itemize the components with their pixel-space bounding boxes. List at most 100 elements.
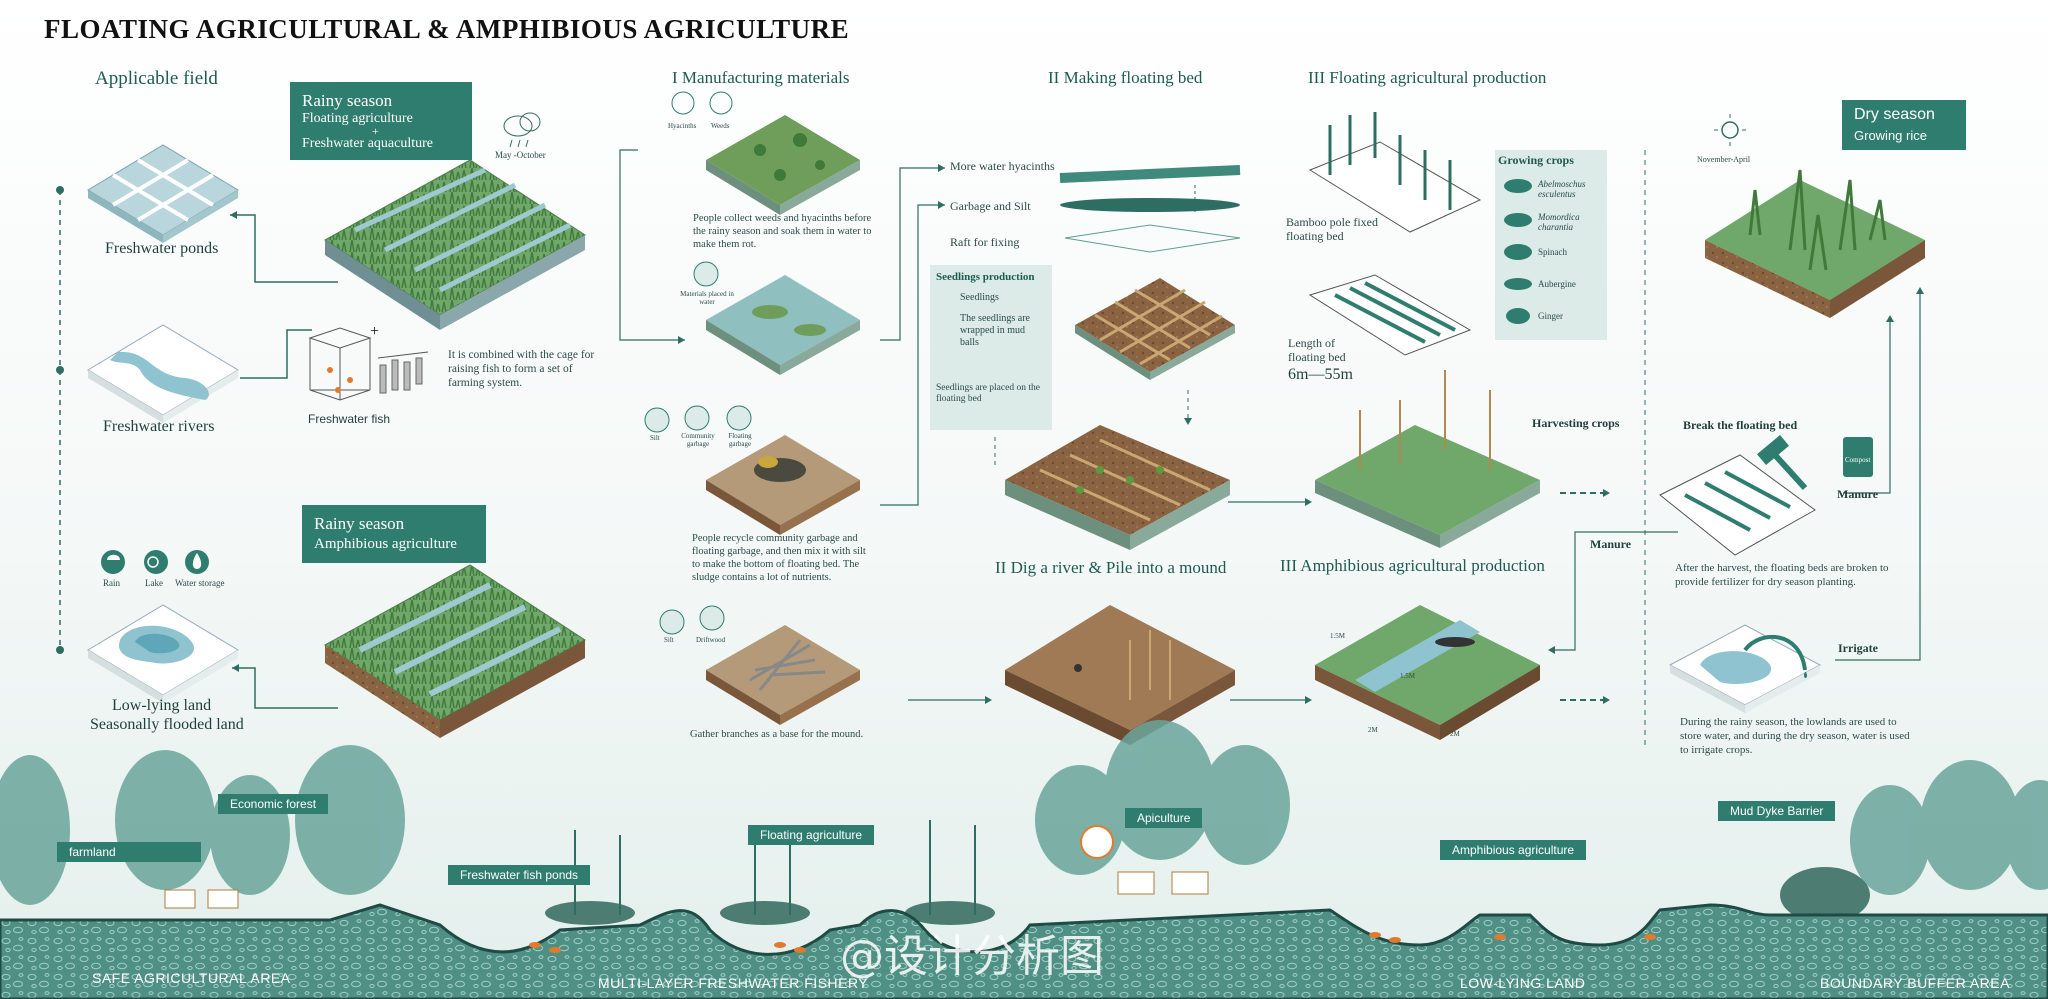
garbage-block	[706, 435, 860, 535]
farm-sign	[164, 889, 196, 909]
silt-icon-2	[659, 609, 685, 635]
connector	[240, 329, 312, 379]
beehive	[1171, 871, 1209, 895]
rainy-amphib-sub: Amphibious agriculture	[314, 536, 457, 552]
rainy-amphib-title: Rainy season	[314, 514, 405, 533]
tag-farmland: farmland	[57, 842, 201, 862]
dry-season-title: Dry season	[1854, 106, 1935, 123]
landscape-fish	[529, 932, 1656, 953]
harvest-label: Harvesting crops	[1532, 416, 1620, 430]
irrigate-note: During the rainy season, the lowlands ar…	[1680, 716, 1910, 756]
rainy-floating-plus: +	[372, 124, 379, 138]
dim-label-2: 1.5M	[1400, 672, 1415, 680]
ponds-label: Freshwater ponds	[105, 240, 219, 257]
tag-economic-forest: Economic forest	[218, 794, 329, 814]
hammer-icon	[1757, 434, 1808, 491]
floating-field-block	[324, 159, 586, 330]
connector	[619, 149, 685, 341]
dim-label-4: 2M	[1450, 730, 1460, 738]
floating-garbage-label: Floating garbage	[728, 432, 752, 448]
floating-bed-heading: II Making floating bed	[1048, 68, 1203, 87]
broken-bed-diagram	[1659, 454, 1816, 556]
garbage-silt-label: Garbage and Silt	[950, 199, 1031, 213]
weeds-label: Weeds	[711, 122, 730, 130]
harvest-block	[1315, 370, 1540, 548]
farm-sign	[207, 889, 239, 909]
crop-4: Aubergine	[1538, 279, 1576, 289]
ground-profile	[0, 903, 2048, 999]
rainy-floating-sub: Floating agriculture	[302, 111, 413, 126]
zone-safe: SAFE AGRICULTURAL AREA	[92, 970, 291, 986]
community-garbage-label: Community garbage	[681, 432, 715, 448]
soaking-block	[706, 275, 860, 375]
lake-label: Lake	[145, 578, 163, 588]
floating-garbage-icon	[726, 405, 752, 431]
lowland-label: Low-lying land	[112, 697, 212, 714]
tag-fish-ponds: Freshwater fish ponds	[448, 865, 591, 885]
seedlings-label: Seedlings	[960, 292, 999, 303]
tag-floating-agriculture: Floating agriculture	[748, 825, 875, 845]
crop-icons	[1504, 179, 1532, 324]
rain-icon	[101, 550, 125, 574]
applicable-heading: Applicable field	[95, 68, 218, 89]
break-note: After the harvest, the floating beds are…	[1675, 562, 1889, 588]
length-label-2: floating bed	[1288, 350, 1346, 364]
irrigate-label: Irrigate	[1838, 641, 1878, 655]
bamboo-label: Bamboo pole fixed floating bed	[1286, 215, 1378, 243]
tag-apiculture: Apiculture	[1125, 808, 1203, 828]
crop-1: Abelmoschus esculentus	[1538, 179, 1586, 199]
irrigation-diagram	[1668, 624, 1822, 713]
bed-length-diagram	[1308, 274, 1472, 356]
ponds-tile	[87, 144, 239, 243]
raft-block	[1075, 278, 1235, 380]
rain-cloud-icon	[503, 112, 541, 148]
crop-3: Spinach	[1538, 247, 1567, 257]
raft-label: Raft for fixing	[950, 235, 1020, 249]
manufacturing-note-1: People collect weeds and hyacinths befor…	[693, 213, 872, 250]
page-title: FLOATING AGRICULTURAL & AMPHIBIOUS AGRIC…	[44, 14, 850, 44]
fish-cage: +	[308, 323, 429, 401]
seedlings-panel: Seedlings production Seedlings The seedl…	[930, 265, 1052, 430]
manufacturing-heading: I Manufacturing materials	[672, 68, 850, 87]
rainy-floating-callout: Rainy season Floating agriculture + Fres…	[290, 82, 472, 160]
amphibious-prod-heading: III Amphibious agricultural production	[1280, 556, 1545, 575]
seedling-bed-block	[1005, 425, 1230, 550]
zone-fishery: MULTI-LAYER FRESHWATER FISHERY	[598, 975, 869, 991]
rainy-months: May -October	[495, 150, 546, 160]
zone-lowland: LOW-LYING LAND	[1460, 975, 1586, 991]
connector	[880, 204, 945, 506]
rainy-amphibious-callout: Rainy season Amphibious agriculture	[302, 505, 486, 563]
connector	[232, 667, 338, 709]
length-label-1: Length of	[1288, 336, 1335, 350]
bamboo-frame	[1308, 112, 1482, 233]
flooded-label: Seasonally flooded land	[90, 716, 244, 733]
timeline-dot	[56, 186, 64, 194]
amphibious-prod-block	[1315, 605, 1540, 740]
branches-block	[706, 625, 860, 725]
driftwood-label: Driftwood	[696, 636, 726, 644]
tag-amphibious: Amphibious agriculture	[1440, 840, 1587, 860]
compost-label: Compost	[1845, 456, 1871, 464]
dry-months: November-April	[1697, 155, 1751, 164]
dry-season-block	[1705, 169, 1925, 318]
manure-label-2: Manure	[1590, 537, 1632, 551]
lake-icon	[144, 550, 168, 574]
cage-note: It is combined with the cage for raising…	[448, 349, 595, 389]
driftwood-icon	[699, 605, 725, 631]
mound-heading: II Dig a river & Pile into a mound	[995, 558, 1227, 577]
hyacinth-icon	[671, 91, 695, 115]
silt-icon	[644, 407, 670, 433]
sun-icon	[1714, 114, 1746, 146]
rainy-floating-sub2: Freshwater aquaculture	[302, 136, 433, 151]
silt-label-2: Silt	[664, 636, 674, 644]
break-label: Break the floating bed	[1683, 418, 1798, 432]
dim-label-3: 2M	[1368, 726, 1378, 734]
watermark: @设计分析图	[840, 931, 1104, 982]
bee-icon	[1080, 825, 1114, 859]
beehive	[1117, 871, 1155, 895]
svg-text:+: +	[370, 323, 379, 340]
rivers-tile	[87, 324, 239, 423]
materials-placed-label: Materials placed in water	[680, 290, 734, 306]
dry-season-callout: Dry season Growing rice	[1842, 100, 1966, 150]
timeline-dot	[56, 646, 64, 654]
